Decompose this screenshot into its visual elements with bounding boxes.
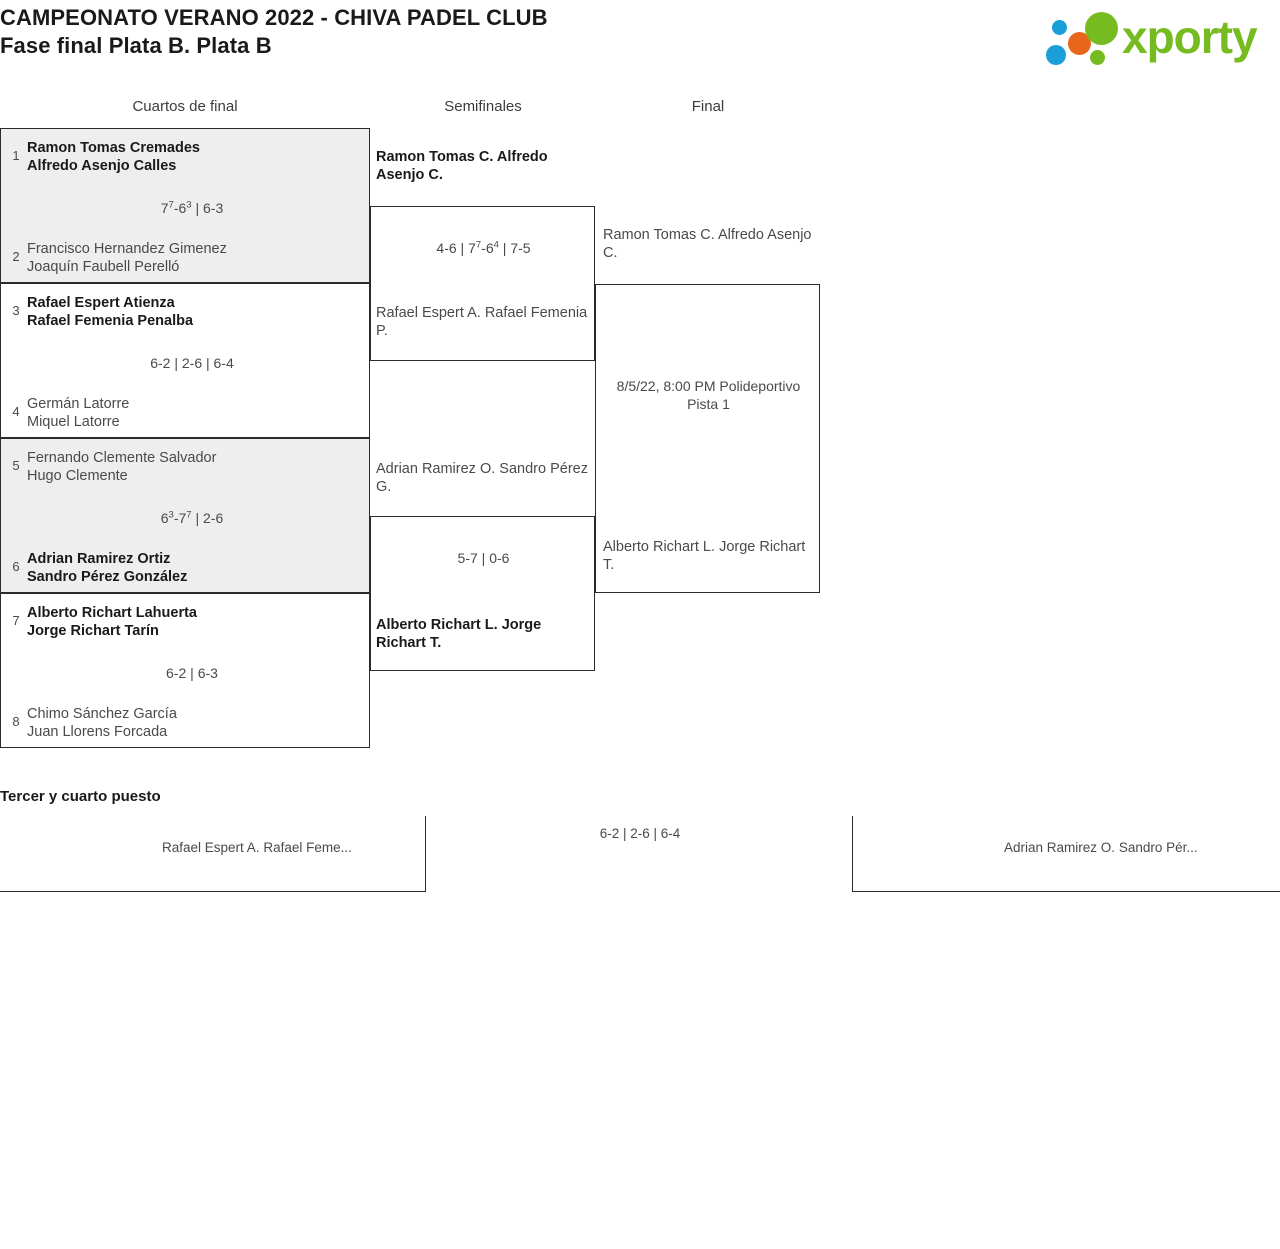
player-name: Rafael Femenia P. — [376, 305, 588, 339]
player-name: Rafael Espert A. — [162, 840, 260, 855]
player-name: Alberto Richart L. — [603, 539, 716, 555]
match-score: 6-2 | 6-3 — [166, 665, 218, 681]
player-name: Ramon Tomas C. — [603, 227, 715, 243]
team-bottom[interactable]: Chimo Sánchez García Juan Llorens Forcad… — [27, 705, 357, 741]
semifinal-match-2[interactable]: 5-7 | 0-6 — [370, 516, 595, 671]
player-name: Joaquín Faubell Perelló — [27, 259, 180, 275]
player-name: Ramon Tomas Cremades — [27, 140, 200, 156]
seed-number: 3 — [12, 303, 20, 318]
final-schedule: 8/5/22, 8:00 PM Polideportivo Pista 1 — [616, 378, 801, 412]
semifinal-1-team-bottom[interactable]: Rafael Espert A. Rafael Femenia P. — [376, 304, 588, 340]
logo-dot-blue-bottom — [1046, 45, 1066, 65]
logo-dot-orange — [1068, 32, 1091, 55]
seed-number: 5 — [12, 458, 20, 473]
team-bottom[interactable]: Germán Latorre Miquel Latorre — [27, 395, 357, 431]
third-place-score: 6-2 | 2-6 | 6-4 — [599, 826, 681, 841]
team-top[interactable]: Rafael Espert Atienza Rafael Femenia Pen… — [27, 294, 357, 330]
third-place-team-right[interactable]: Adrian Ramirez O. Sandro Pér... — [1004, 839, 1264, 856]
player-name: Germán Latorre — [27, 396, 130, 412]
player-name: Ramon Tomas C. — [376, 149, 494, 165]
match-score: 4-6 | 77-64 | 7-5 — [436, 239, 531, 256]
player-name: Juan Llorens Forcada — [27, 724, 168, 740]
quarterfinal-match-4[interactable]: 7 Alberto Richart Lahuerta Jorge Richart… — [0, 593, 370, 748]
player-name: Alfredo Asenjo C. — [603, 227, 812, 261]
final-team-bottom[interactable]: Alberto Richart L. Jorge Richart T. — [603, 538, 815, 574]
player-name: Sandro Pérez González — [27, 569, 188, 585]
quarterfinal-match-3[interactable]: 5 Fernando Clemente Salvador Hugo Clemen… — [0, 438, 370, 593]
xporty-logo[interactable]: xporty — [1030, 6, 1266, 68]
third-place-team-left[interactable]: Rafael Espert A. Rafael Feme... — [162, 839, 412, 856]
round-header-quarterfinals: Cuartos de final — [132, 98, 238, 115]
player-name: Rafael Femenia Penalba — [27, 313, 194, 329]
player-name: Chimo Sánchez García — [27, 706, 177, 722]
player-name: Adrian Ramirez O. — [1004, 840, 1116, 855]
player-name: Adrian Ramirez O. — [376, 461, 496, 477]
player-name: Jorge Richart Tarín — [27, 623, 159, 639]
player-name: Rafael Feme... — [263, 840, 352, 855]
team-top[interactable]: Fernando Clemente Salvador Hugo Clemente — [27, 449, 357, 485]
match-score: 5-7 | 0-6 — [457, 550, 510, 566]
semifinal-2-team-bottom[interactable]: Alberto Richart L. Jorge Richart T. — [376, 616, 588, 652]
player-name: Rafael Espert Atienza — [27, 295, 175, 311]
player-name: Alberto Richart L. — [376, 617, 498, 633]
final-match[interactable]: 8/5/22, 8:00 PM Polideportivo Pista 1 — [595, 284, 820, 593]
logo-dot-green-small — [1090, 50, 1105, 65]
tournament-name: CAMPEONATO VERANO 2022 - CHIVA PADEL CLU… — [0, 5, 548, 30]
logo-dot-blue-top — [1052, 20, 1067, 35]
third-place-box-left[interactable] — [0, 816, 426, 892]
round-header-semifinals: Semifinales — [444, 98, 522, 115]
player-name: Rafael Espert A. — [376, 305, 481, 321]
player-name: Alfredo Asenjo Calles — [27, 158, 177, 174]
seed-number: 8 — [12, 714, 20, 729]
tournament-phase: Fase final Plata B. Plata B — [0, 33, 272, 58]
team-top[interactable]: Alberto Richart Lahuerta Jorge Richart T… — [27, 604, 357, 640]
player-name: Alberto Richart Lahuerta — [27, 605, 197, 621]
team-bottom[interactable]: Adrian Ramirez Ortiz Sandro Pérez Gonzál… — [27, 550, 357, 586]
team-top[interactable]: Ramon Tomas Cremades Alfredo Asenjo Call… — [27, 139, 357, 175]
semifinal-match-1[interactable]: 4-6 | 77-64 | 7-5 — [370, 206, 595, 361]
semifinal-1-team-top[interactable]: Ramon Tomas C. Alfredo Asenjo C. — [376, 148, 588, 184]
seed-number: 7 — [12, 613, 20, 628]
page-title: CAMPEONATO VERANO 2022 - CHIVA PADEL CLU… — [0, 4, 900, 60]
player-name: Francisco Hernandez Gimenez — [27, 241, 227, 257]
logo-dots-icon — [1042, 12, 1122, 65]
seed-number: 1 — [12, 148, 20, 163]
seed-number: 6 — [12, 559, 20, 574]
logo-dot-green-large — [1085, 12, 1118, 45]
match-score: 77-63 | 6-3 — [160, 199, 224, 216]
final-team-top[interactable]: Ramon Tomas C. Alfredo Asenjo C. — [603, 226, 815, 262]
quarterfinal-match-1[interactable]: 1 Ramon Tomas Cremades Alfredo Asenjo Ca… — [0, 128, 370, 283]
player-name: Adrian Ramirez Ortiz — [27, 551, 171, 567]
player-name: Fernando Clemente Salvador — [27, 450, 217, 466]
semifinal-2-team-top[interactable]: Adrian Ramirez O. Sandro Pérez G. — [376, 460, 588, 496]
player-name: Jorge Richart T. — [603, 539, 806, 573]
player-name: Miquel Latorre — [27, 414, 120, 430]
seed-number: 4 — [12, 404, 20, 419]
player-name: Hugo Clemente — [27, 468, 128, 484]
seed-number: 2 — [12, 249, 20, 264]
player-name: Sandro Pér... — [1118, 840, 1198, 855]
third-place-title: Tercer y cuarto puesto — [0, 788, 161, 805]
player-name: Alfredo Asenjo C. — [376, 149, 548, 183]
match-score: 63-77 | 2-6 — [160, 509, 224, 526]
third-place-box-right[interactable] — [852, 816, 1280, 892]
team-bottom[interactable]: Francisco Hernandez Gimenez Joaquín Faub… — [27, 240, 357, 276]
player-name: Jorge Richart T. — [376, 617, 542, 651]
player-name: Sandro Pérez G. — [376, 461, 588, 495]
logo-wordmark: xporty — [1122, 11, 1258, 63]
match-score: 6-2 | 2-6 | 6-4 — [150, 355, 234, 371]
round-header-final: Final — [691, 98, 725, 115]
quarterfinal-match-2[interactable]: 3 Rafael Espert Atienza Rafael Femenia P… — [0, 283, 370, 438]
